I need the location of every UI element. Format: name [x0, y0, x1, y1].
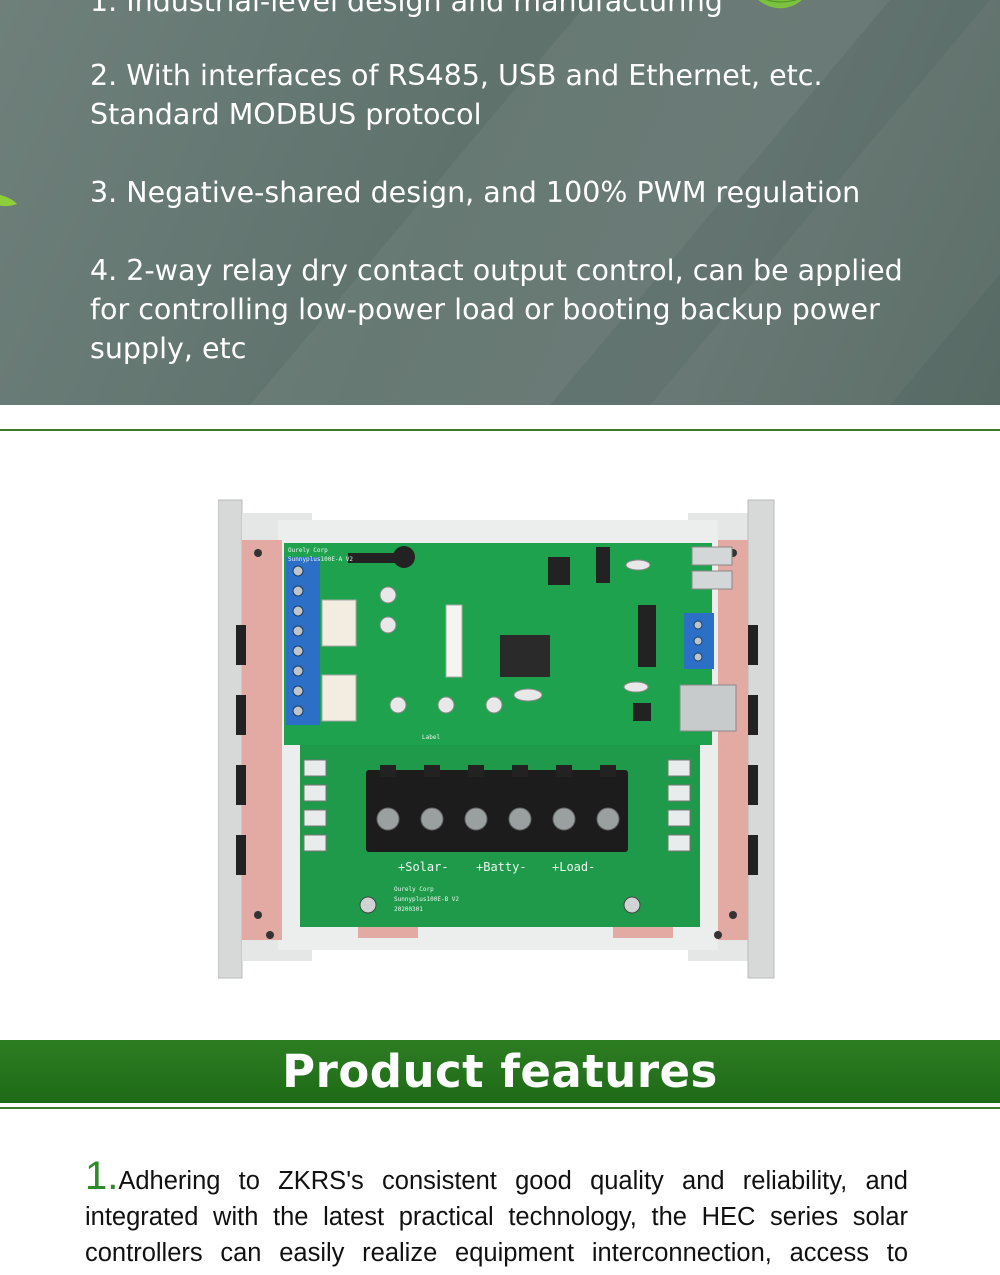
board-a-maker: Ourely Corp	[288, 547, 328, 554]
controller-board-photo: +Solar- +Batty- +Load- Ourely Corp Sunny…	[218, 499, 775, 979]
paragraph-line: controllers can easily realize equipment…	[85, 1239, 908, 1267]
section-title: Product features	[282, 1045, 718, 1098]
terminal-label-load: +Load-	[552, 860, 595, 874]
section-heading-bar: Product features	[0, 1040, 1000, 1103]
feature-item-1: 1. Industrial-level design and manufactu…	[90, 0, 723, 18]
paragraph-line: 1.Adhering to ZKRS's consistent good qua…	[85, 1156, 908, 1199]
paragraph-number: 1.	[85, 1154, 119, 1198]
board-b-model: Sunnyplus100E-B V2	[394, 896, 459, 903]
feature-item-2-cont: Standard MODBUS protocol	[90, 98, 482, 131]
features-banner: 1. Industrial-level design and manufactu…	[0, 0, 1000, 405]
feature-item-4: 4. 2-way relay dry contact output contro…	[90, 254, 903, 287]
divider-line	[0, 429, 1000, 431]
paragraph-text: Adhering to ZKRS's consistent good quali…	[118, 1167, 908, 1195]
paragraph-line: integrated with the latest practical tec…	[85, 1203, 908, 1231]
board-a-model: Sunnyplus100E-A V2	[288, 556, 353, 563]
leaf-icon	[758, 0, 802, 9]
feature-item-4-cont: supply, etc	[90, 332, 247, 365]
board-a-label: Label	[422, 734, 440, 741]
feature-paragraph: 1.Adhering to ZKRS's consistent good qua…	[85, 1156, 908, 1271]
feature-item-4-cont: for controlling low-power load or bootin…	[90, 293, 880, 326]
terminal-label-solar: +Solar-	[398, 860, 449, 874]
terminal-label-batty: +Batty-	[476, 860, 527, 874]
feature-item-2: 2. With interfaces of RS485, USB and Eth…	[90, 59, 823, 92]
board-b-date: 20200301	[394, 906, 423, 913]
leaf-icon	[0, 194, 17, 207]
divider-line	[0, 1107, 1000, 1109]
feature-item-3: 3. Negative-shared design, and 100% PWM …	[90, 176, 861, 209]
board-b-maker: Ourely Corp	[394, 886, 434, 893]
